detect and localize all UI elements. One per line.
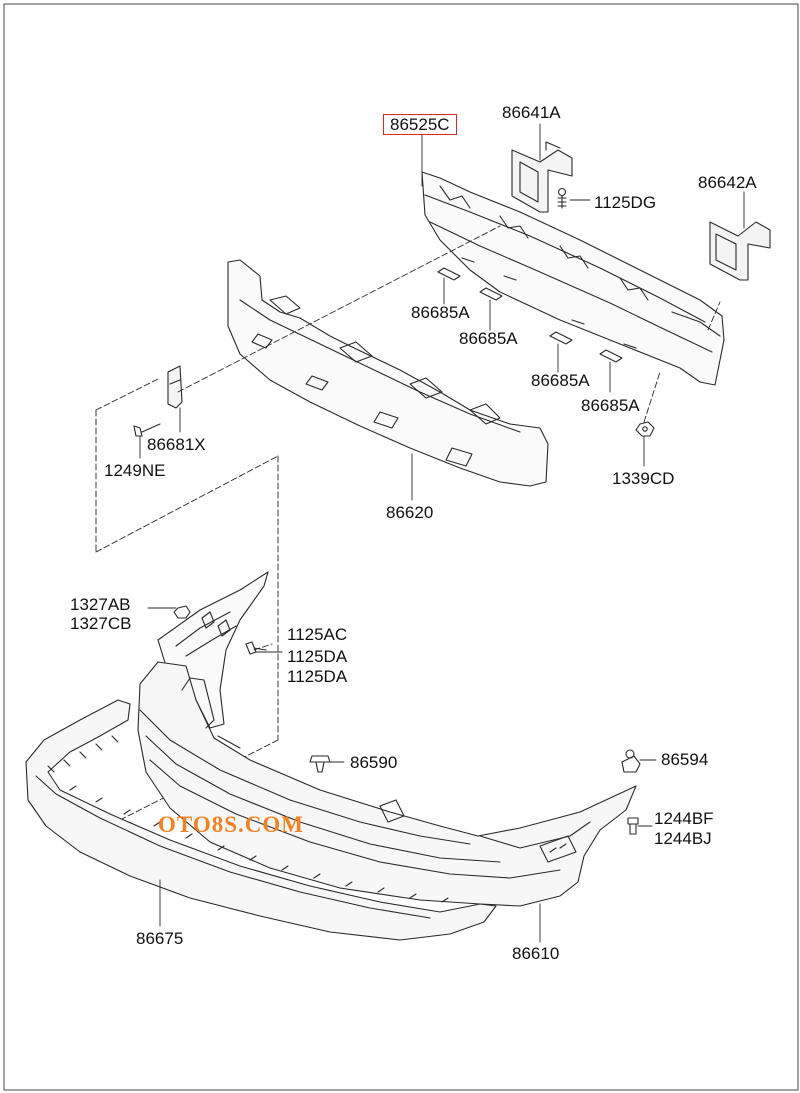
nut-1339CD-part [635,421,655,437]
nut-1327AB-part [173,605,191,619]
clip-86590-part [309,755,331,773]
part-label-1339CD: 1339CD [612,469,675,488]
part-label-86594: 86594 [661,750,709,769]
part-label-86685A-1: 86685A [411,303,470,322]
bracket-left-part [511,141,573,213]
bolt-1249NE-part [133,423,161,437]
leader-lines [139,123,745,943]
part-label-86620: 86620 [386,503,434,522]
part-label-1244BF: 1244BF [654,809,714,828]
energy-absorber-part [421,171,725,386]
watermark-text: OTO8S.COM [158,812,304,837]
nut-86594-part [621,749,641,773]
screw-1125DG-part [557,187,567,209]
bracket-right-part [709,221,771,281]
lower-lip-part [25,699,497,941]
part-label-1125DG: 1125DG [594,193,657,212]
part-label-86641A: 86641A [502,103,561,122]
clips-86685A-part [437,257,637,363]
part-label-86525C: 86525C [383,114,457,135]
part-label-86610: 86610 [512,944,560,963]
part-label-1125AC: 1125AC [287,625,348,644]
inner-bracket-part [157,571,269,729]
part-label-1327AB: 1327AB [70,595,131,614]
foam-absorber-part [227,259,549,487]
part-label-1125DA-2: 1125DA [287,667,348,686]
screw-1244BF-part [627,817,639,835]
part-label-1244BJ: 1244BJ [654,829,712,848]
assembly-lines [95,225,721,821]
part-label-86642A: 86642A [698,173,757,192]
bumper-cover-part [137,661,637,907]
part-label-1125DA-1: 1125DA [287,647,348,666]
part-label-86685A-3: 86685A [531,371,590,390]
bracket-86681X-part [167,365,183,409]
part-label-86590: 86590 [350,753,398,772]
part-label-86681X: 86681X [147,435,206,454]
part-label-86685A-2: 86685A [459,329,518,348]
part-label-86685A-4: 86685A [581,396,640,415]
part-label-1327CB: 1327CB [70,614,132,633]
diagram-border [3,3,799,1091]
part-label-1249NE: 1249NE [104,461,166,480]
part-label-86675: 86675 [136,929,184,948]
